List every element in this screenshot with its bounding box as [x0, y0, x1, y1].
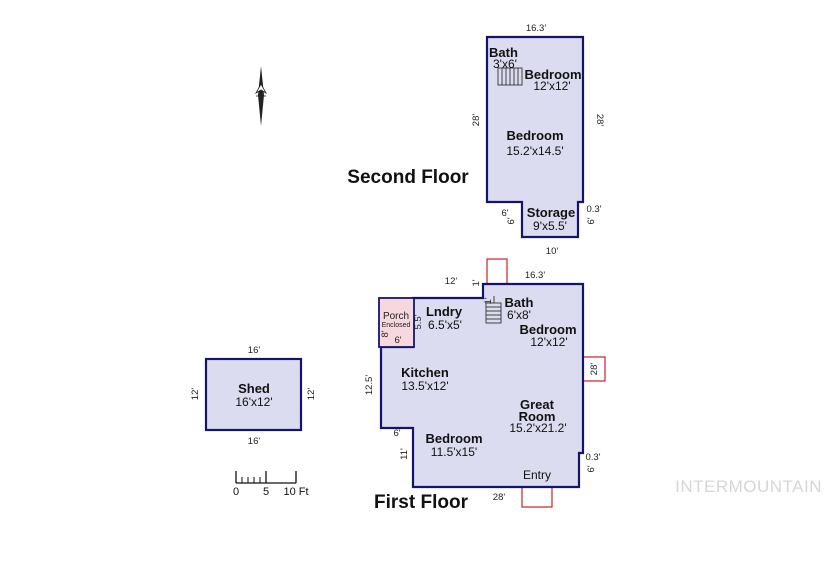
dimension-label: 10' [546, 246, 559, 257]
scale-bar: 0 5 10 Ft [233, 471, 309, 498]
room-size: 12'x12' [530, 335, 567, 349]
dimension-label: 0.3' [586, 204, 601, 215]
room-size: 9'x5.5' [533, 219, 567, 233]
dimension-label: 28' [493, 492, 506, 503]
dimension-label: 16.3' [526, 23, 546, 34]
dimension-label: 12.5' [364, 375, 375, 395]
room-name: Bedroom [519, 322, 576, 337]
room-name: Bedroom [506, 128, 563, 143]
dimension-label: 16' [248, 345, 261, 356]
room-size: 16'x12' [235, 395, 272, 409]
watermark: INTERMOUNTAIN [675, 477, 822, 496]
dimension-label: 6' [586, 217, 597, 224]
room-size: 11.5'x15' [431, 445, 477, 459]
scale-tick-label: 10 Ft [283, 486, 308, 498]
room-name: Shed [238, 381, 270, 396]
dimension-label: 16' [248, 436, 261, 447]
dimension-label: 12' [445, 276, 458, 287]
room-name: Bedroom [524, 67, 581, 82]
dimension-label: 28' [589, 363, 600, 376]
room-size: 6.5'x5' [428, 318, 462, 332]
scale-tick-label: 0 [233, 486, 239, 498]
dimension-label: 1' [483, 297, 494, 304]
first-floor: Porch Enclosed 8' 6' Lndry 6.5'x5' Bath … [364, 258, 606, 513]
north-arrow-icon [254, 66, 268, 126]
floor-label: First Floor [374, 492, 469, 513]
room-size: 13.5'x12' [401, 379, 448, 393]
shed: Shed 16'x12' 16' 16' 12' 12' [190, 345, 317, 447]
dimension-label: 6' [394, 335, 401, 346]
room-size: 12'x12' [533, 79, 570, 93]
room-name: Kitchen [401, 365, 449, 380]
dimension-label: 16.3' [525, 270, 545, 281]
dimension-label: 1' [471, 279, 482, 286]
shed-outline [204, 357, 303, 432]
room-size: 15.2'x21.2' [509, 421, 566, 435]
room-size: 6'x8' [507, 308, 531, 322]
room-name: Lndry [426, 304, 463, 319]
entry-label: Entry [523, 468, 551, 482]
dimension-label: 6' [393, 428, 400, 439]
door [521, 486, 553, 508]
floor-label: Second Floor [347, 167, 469, 188]
enclosed-porch [378, 297, 415, 348]
dimension-label: 28' [594, 114, 605, 127]
first-floor-stairs [485, 296, 502, 324]
dimension-label: 6' [506, 217, 517, 224]
second-floor: Bath 3'x6' Bedroom 12'x12' Bedroom 15.2'… [347, 23, 605, 257]
dimension-label: 11' [399, 448, 410, 460]
second-floor-stairs [497, 67, 523, 86]
dimension-label: 6' [586, 465, 597, 472]
porch-sublabel: Enclosed [382, 322, 411, 329]
dimension-label: 12' [306, 388, 317, 401]
dimension-label: 8' [380, 330, 391, 337]
room-size: 3'x6' [493, 57, 517, 71]
room-name: Bedroom [425, 431, 482, 446]
dimension-label: 0.3' [585, 452, 600, 463]
dimension-label: 28' [471, 114, 482, 127]
room-name: Bath [505, 295, 534, 310]
room-name: Bath [489, 45, 518, 60]
dimension-label: 5.5' [413, 314, 424, 329]
scale-tick-label: 5 [263, 486, 269, 498]
porch-label: Porch [383, 311, 409, 322]
second-floor-outline [485, 35, 585, 239]
door [486, 258, 508, 285]
dimension-label: 12' [190, 388, 201, 401]
dimension-label: 6' [501, 208, 508, 219]
room-name: Storage [527, 205, 575, 220]
room-size: 15.2'x14.5' [506, 144, 563, 158]
